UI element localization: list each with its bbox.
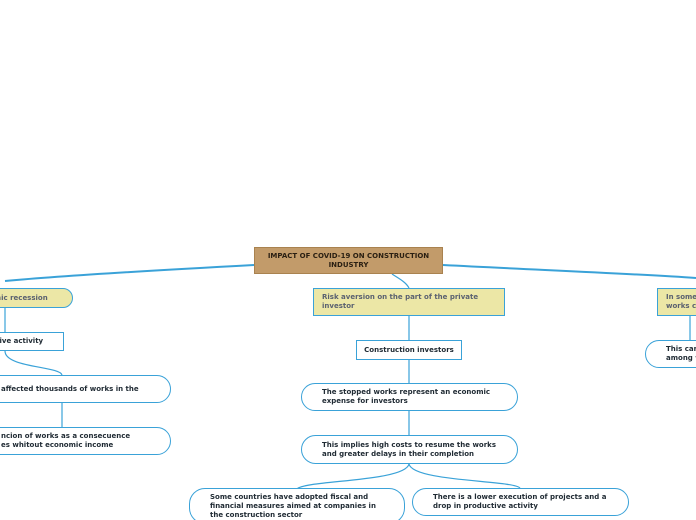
subtopic-label: affected thousands of works in the [1,384,139,393]
leaf-label: There is a lower execution of projects a… [433,493,607,510]
link-central-center [391,273,410,289]
subtopic-affected-works[interactable]: affected thousands of works in the [0,375,171,403]
subtopic-right-partial[interactable]: This car among w [645,340,696,368]
central-topic[interactable]: IMPACT OF COVID-19 ON CONSTRUCTION INDUS… [254,247,443,274]
link-central-right [442,264,696,279]
leaf-fiscal-financial-measures[interactable]: Some countries have adopted fiscal and f… [189,488,405,520]
link-central-left [4,264,255,282]
subtopic-stopped-works[interactable]: The stopped works represent an economic … [301,383,518,411]
leaf-label: Some countries have adopted fiscal and f… [210,492,376,519]
link-center-sub3-leaf-right [408,463,521,489]
main-topic-risk-aversion[interactable]: Risk aversion on the part of the private… [313,288,505,316]
link-center-sub3-leaf-left [296,463,410,490]
main-topic-economic-recession[interactable]: omic recession [0,288,73,308]
subtopic-productive-activity[interactable]: uctive activity [0,332,64,351]
leaf-lower-execution[interactable]: There is a lower execution of projects a… [412,488,629,516]
subtopic-high-costs[interactable]: This implies high costs to resume the wo… [301,435,518,464]
main-topic-label: omic recession [0,293,48,302]
main-topic-label: In some works c [666,293,696,310]
central-topic-title: IMPACT OF COVID-19 ON CONSTRUCTION INDUS… [267,251,430,269]
link-left-sub1-sub2 [4,350,63,376]
subtopic-construction-investors[interactable]: Construction investors [356,340,462,360]
subtopic-label: Construction investors [364,345,454,354]
subtopic-label: This car among w [666,345,696,362]
subtopic-label: uctive activity [0,337,44,345]
subtopic-label: The stopped works represent an economic … [322,388,491,405]
subtopic-label: This implies high costs to resume the wo… [322,440,496,458]
subtopic-suspension-of-works[interactable]: ncion of works as a consecuence es whito… [0,427,171,455]
main-topic-label: Risk aversion on the part of the private… [322,293,479,310]
subtopic-label: ncion of works as a consecuence es whito… [1,432,131,449]
main-topic-right-partial[interactable]: In some works c [657,288,696,316]
